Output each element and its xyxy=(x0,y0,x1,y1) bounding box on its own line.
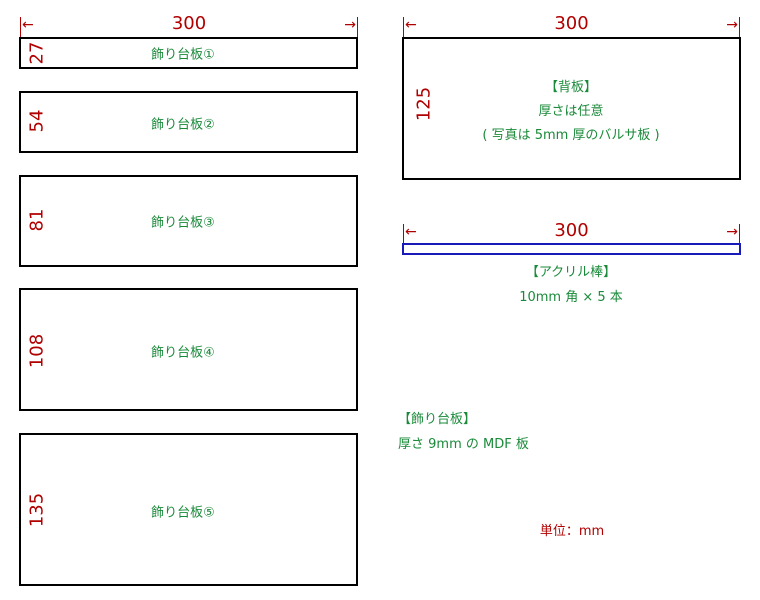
dimension-tick-right xyxy=(739,224,740,246)
back-board-title: 【背板】 xyxy=(544,80,598,95)
decorative-board-3 xyxy=(19,175,358,267)
dimension-tick-left xyxy=(403,17,404,39)
board-width-label: 300 xyxy=(171,13,207,34)
right-arrow-icon: → xyxy=(726,17,738,33)
dimension-tick-left xyxy=(20,17,21,39)
board-2-height-label: 54 xyxy=(26,109,48,133)
back-board-width-label: 300 xyxy=(554,13,589,34)
board-3-label: 飾り台板③ xyxy=(151,215,215,231)
acrylic-width-label: 300 xyxy=(554,220,589,241)
decorative-board-note-title: 【飾り台板】 xyxy=(398,412,477,427)
board-width-dimension: ← 300 → xyxy=(20,14,358,40)
right-arrow-icon: → xyxy=(344,17,356,33)
left-arrow-icon: ← xyxy=(405,224,417,240)
right-arrow-icon: → xyxy=(726,224,738,240)
decorative-board-2 xyxy=(19,91,358,153)
left-arrow-icon: ← xyxy=(405,17,417,33)
dimension-tick-right xyxy=(739,17,740,39)
board-5-label: 飾り台板⑤ xyxy=(151,505,215,521)
decorative-board-note-spec: 厚さ 9mm の MDF 板 xyxy=(398,437,529,452)
unit-note: 単位：mm xyxy=(539,524,605,539)
dimension-tick-right xyxy=(357,17,358,39)
left-arrow-icon: ← xyxy=(22,17,34,33)
board-4-label: 飾り台板④ xyxy=(151,345,215,361)
board-2-label: 飾り台板② xyxy=(151,117,215,133)
back-board-thickness: 厚さは任意 xyxy=(538,104,604,119)
decorative-board-4 xyxy=(19,288,358,411)
decorative-board-1 xyxy=(19,37,358,69)
acrylic-width-dimension: ← 300 → xyxy=(403,221,740,247)
back-board-height-label: 125 xyxy=(413,86,435,122)
acrylic-rod xyxy=(402,243,741,255)
back-board-note: ( 写真は 5mm 厚のバルサ板 ) xyxy=(482,128,660,143)
back-board xyxy=(402,37,741,180)
acrylic-rod-spec: 10mm 角 × 5 本 xyxy=(519,290,623,305)
acrylic-rod-title: 【アクリル棒】 xyxy=(525,265,617,280)
board-4-height-label: 108 xyxy=(26,333,48,369)
board-5-height-label: 135 xyxy=(26,492,48,528)
decorative-board-5 xyxy=(19,433,358,586)
board-3-height-label: 81 xyxy=(26,208,48,232)
dimension-tick-left xyxy=(403,224,404,246)
board-1-label: 飾り台板① xyxy=(151,47,215,63)
board-1-height-label: 27 xyxy=(26,41,48,65)
back-board-width-dimension: ← 300 → xyxy=(403,14,740,40)
